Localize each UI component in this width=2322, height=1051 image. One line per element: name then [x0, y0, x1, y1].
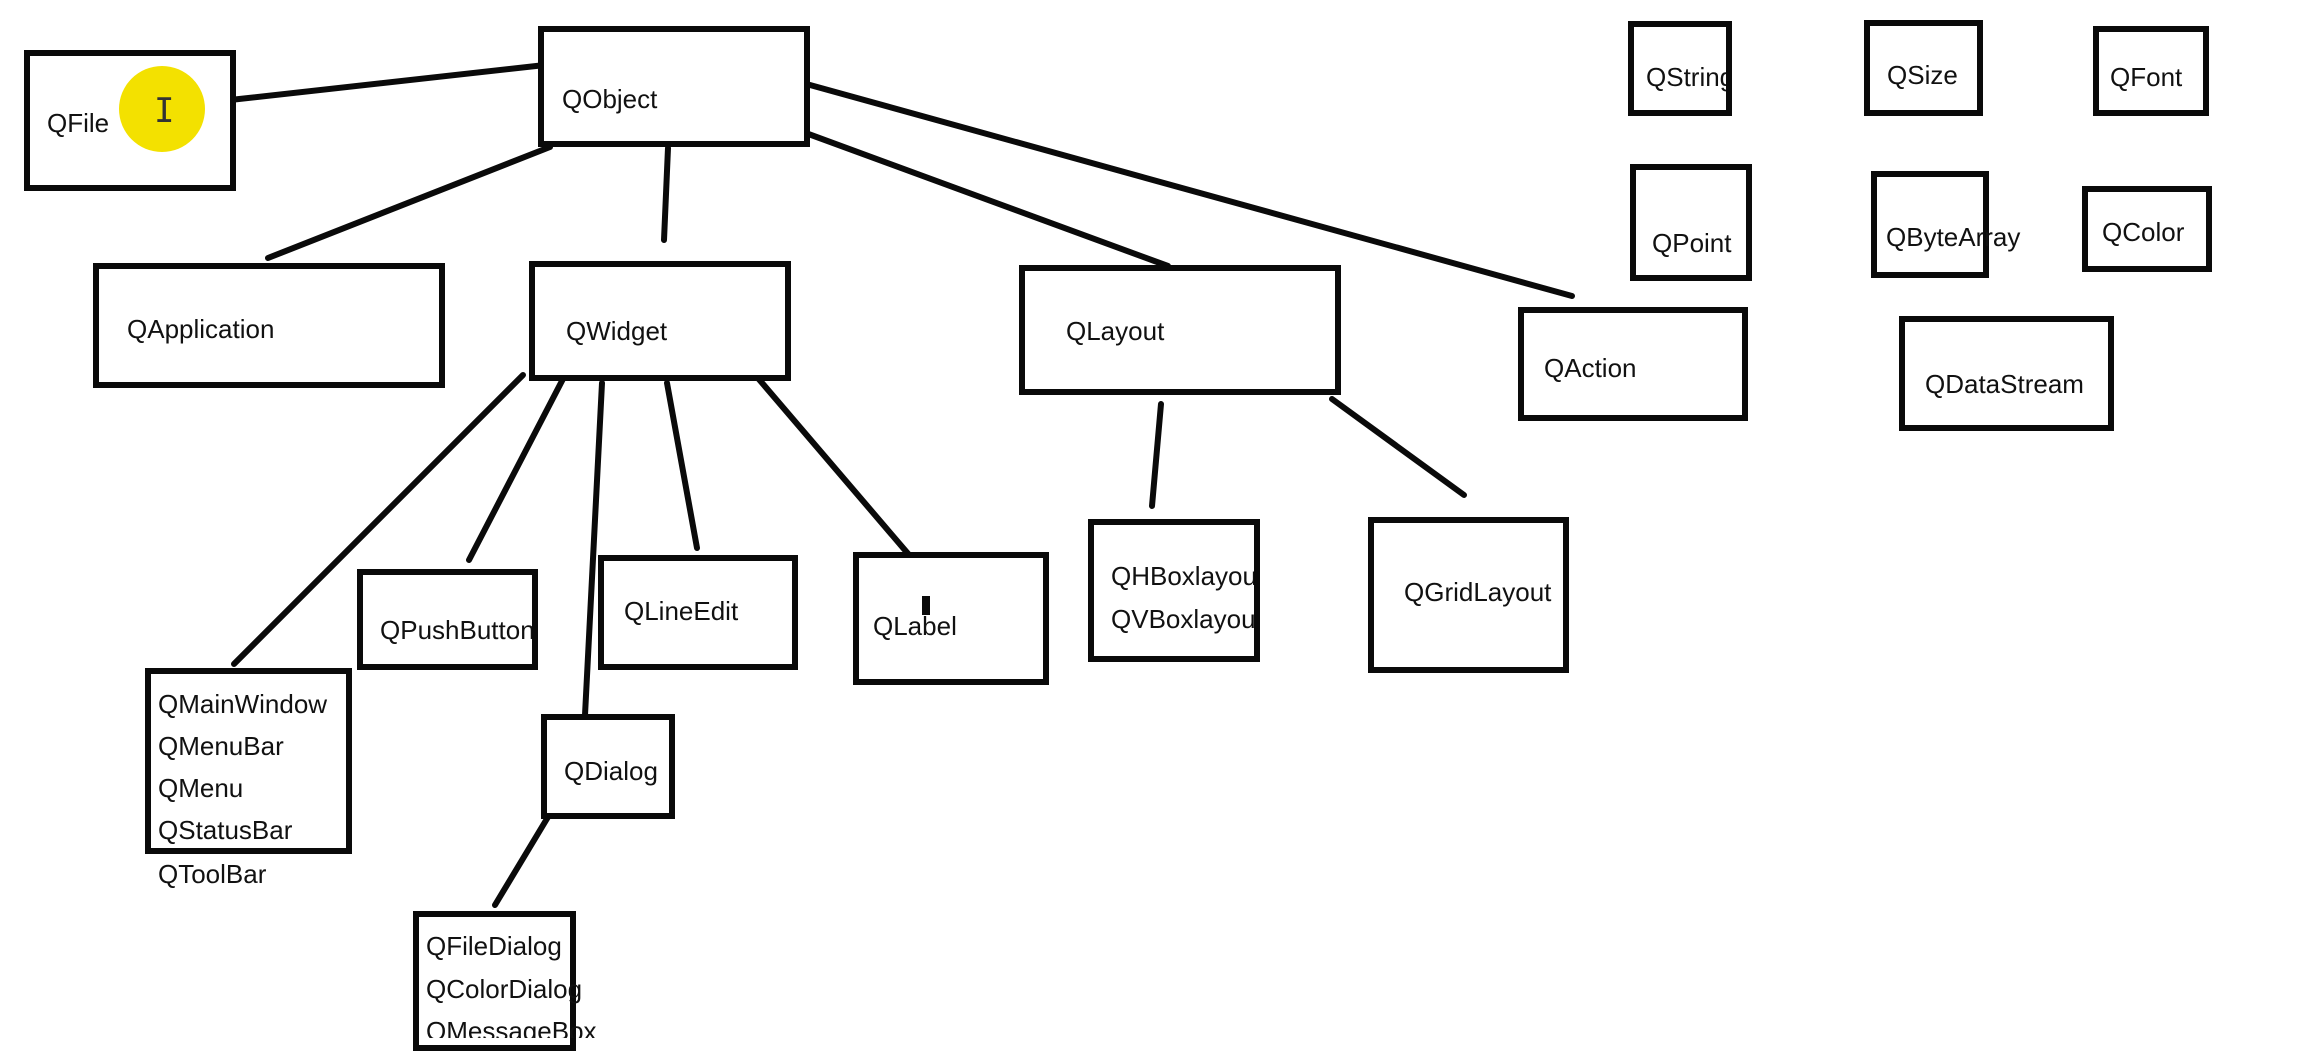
label-qtoolbar: QToolBar — [158, 859, 267, 889]
label-qmessagebox: QMessageBox — [426, 1016, 597, 1038]
node-qcolor — [2082, 186, 2212, 272]
link-qlayout-qgridlayout — [1329, 396, 1467, 498]
node-qpoint — [1630, 164, 1752, 281]
node-qaction — [1518, 307, 1748, 421]
label-qfont: QFont — [2110, 62, 2183, 92]
label-qdatastream: QDataStream — [1925, 369, 2084, 399]
node-qobject — [538, 26, 810, 147]
node-qfiledialog-group — [413, 911, 576, 1051]
label-qmenu: QMenu — [158, 773, 244, 803]
link-qobject-qwidget — [661, 145, 671, 243]
label-qstatusbar: QStatusBar — [158, 815, 293, 845]
label-qcolor: QColor — [2102, 217, 2185, 247]
label-qfiledialog: QFileDialog — [426, 931, 562, 961]
label-qstring: QString — [1646, 62, 1732, 92]
label-qaction: QAction — [1544, 353, 1637, 383]
link-qwidget-qdialog — [582, 380, 605, 718]
label-qbytearray: QByteArray — [1886, 222, 2021, 252]
node-qlayout — [1019, 265, 1341, 395]
cursor-highlight — [119, 66, 205, 152]
link-qwidget-qlabel — [754, 374, 913, 559]
label-qpushbutton: QPushButton — [380, 615, 535, 645]
node-qlabel — [853, 552, 1049, 685]
label-qdialog: QDialog — [564, 756, 658, 786]
node-qlineedit — [598, 555, 798, 670]
text-cursor-icon: I — [154, 91, 175, 131]
node-qstring: QString — [1628, 21, 1732, 116]
link-qobject-qaction — [807, 82, 1575, 299]
label-qmainwindow: QMainWindow — [158, 689, 328, 719]
label-qmenubar: QMenuBar — [158, 731, 284, 761]
link-qwidget-qmainwindow — [231, 372, 526, 667]
node-qfont — [2093, 26, 2209, 116]
link-qobject-qapplication — [265, 144, 553, 261]
link-qwidget-qlineedit — [664, 380, 700, 551]
node-qwidget — [529, 261, 791, 381]
node-qapplication — [93, 263, 445, 388]
label-qgridlayout: QGridLayout — [1404, 577, 1552, 607]
label-qhboxlayout: QHBoxlayout — [1111, 561, 1260, 591]
node-qbytearray — [1871, 171, 1989, 278]
label-qwidget: QWidget — [566, 316, 668, 346]
label-qapplication: QApplication — [127, 314, 275, 344]
link-qlayout-qhboxlayout — [1149, 401, 1164, 509]
node-qdatastream — [1899, 316, 2114, 431]
label-qfile: QFile — [47, 108, 110, 138]
label-qvboxlayout: QVBoxlayout — [1111, 604, 1260, 634]
link-qwidget-qpushbutton — [466, 374, 567, 563]
label-qlineedit: QLineEdit — [624, 596, 739, 626]
link-qobject-qlayout — [800, 129, 1171, 269]
label-qobject: QObject — [562, 84, 658, 114]
label-qsize: QSize — [1887, 60, 1958, 90]
label-qcolordialog: QColorDialog — [426, 974, 583, 1004]
node-qsize — [1864, 20, 1983, 116]
node-qgridlayout — [1368, 517, 1569, 673]
label-qpoint: QPoint — [1652, 228, 1732, 258]
node-qpushbutton: QPushButton — [357, 569, 538, 670]
node-qmainwindow-group — [145, 668, 352, 854]
text-caret-mark — [922, 596, 930, 615]
label-qlayout: QLayout — [1066, 316, 1165, 346]
node-qboxlayout-group: QHBoxlayout QVBoxlayout — [1088, 519, 1260, 662]
label-qlabel: QLabel — [873, 611, 957, 641]
link-qfile-qobject — [227, 62, 548, 103]
link-qdialog-qfiledialog — [492, 814, 551, 908]
node-qdialog — [541, 714, 675, 819]
